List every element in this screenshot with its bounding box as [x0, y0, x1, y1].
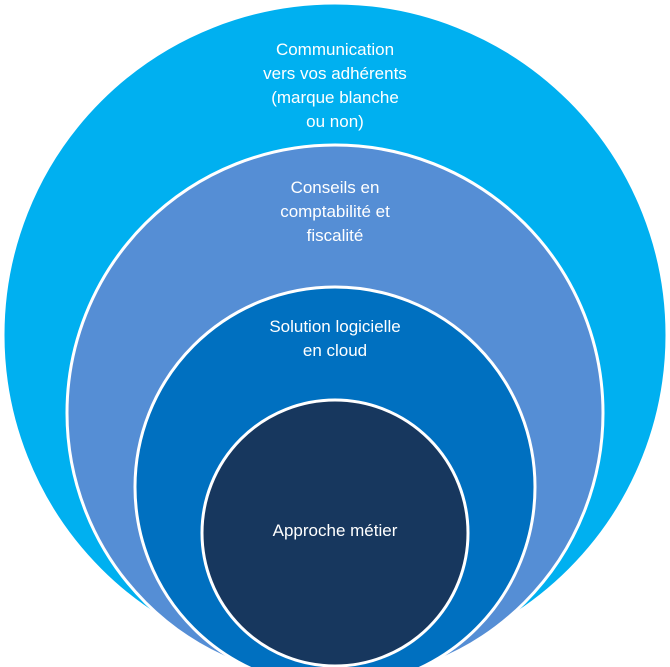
inner-circle [200, 398, 470, 667]
inner-circle-label: Approche métier [272, 521, 398, 540]
second-ring-label: Conseils en comptabilité et fiscalité [280, 178, 390, 245]
outer-ring-label: Communication vers vos adhérents (marque… [263, 40, 407, 131]
third-ring-label: Solution logicielle en cloud [269, 317, 401, 360]
